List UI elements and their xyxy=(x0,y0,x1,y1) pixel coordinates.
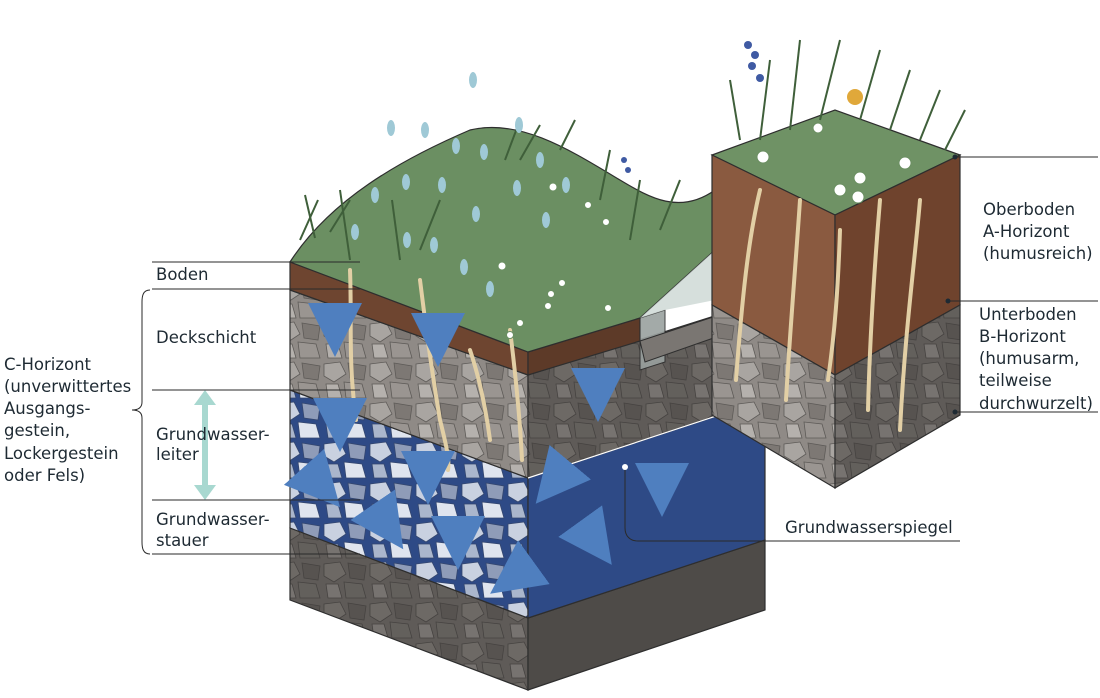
rain-drops xyxy=(351,72,570,297)
percolation-arrows xyxy=(283,303,689,594)
label-c-horizont-6: oder Fels) xyxy=(4,466,85,485)
profile-subsoil-side xyxy=(834,303,961,490)
label-grundwasserleiter-2: leiter xyxy=(156,445,199,464)
label-unterboden-2: B-Horizont xyxy=(979,327,1066,346)
dandelion-icon xyxy=(847,89,863,105)
aquifer-thickness-arrow xyxy=(194,390,216,500)
grass-surface xyxy=(289,126,716,353)
leader-dot xyxy=(952,154,958,160)
label-c-horizont-2: (unverwittertes xyxy=(4,377,131,396)
label-grundwasserstauer-1: Grundwasser- xyxy=(156,510,270,529)
label-oberboden-3: (humusreich) xyxy=(983,244,1093,263)
label-unterboden-5: durchwurzelt) xyxy=(979,394,1093,413)
leader-dot xyxy=(945,298,951,304)
label-unterboden-3: (humusarm, xyxy=(979,349,1079,368)
flowers xyxy=(497,122,912,339)
label-grundwasserspiegel: Grundwasserspiegel xyxy=(785,518,953,537)
c-horizon-bracket xyxy=(131,289,151,555)
label-unterboden-4: teilweise xyxy=(979,371,1052,390)
label-grundwasserleiter-1: Grundwasser- xyxy=(156,425,270,444)
label-boden: Boden xyxy=(156,265,209,284)
leader-dot xyxy=(952,409,958,415)
label-deckschicht: Deckschicht xyxy=(156,328,257,347)
bluebell-icon xyxy=(621,41,764,173)
label-oberboden-2: A-Horizont xyxy=(983,222,1070,241)
grass-blades xyxy=(299,39,966,261)
label-c-horizont-4: gestein, xyxy=(4,421,70,440)
water-table-dot xyxy=(622,464,628,470)
label-unterboden-1: Unterboden xyxy=(979,305,1077,324)
label-c-horizont-3: Ausgangs- xyxy=(4,399,90,418)
label-c-horizont-5: Lockergestein xyxy=(4,444,119,463)
leader-grundwasserspiegel-inner xyxy=(624,467,960,542)
label-c-horizont-1: C-Horizont xyxy=(4,355,92,374)
cut-wedge xyxy=(640,250,715,318)
label-oberboden-1: Oberboden xyxy=(983,200,1075,219)
label-grundwasserstauer-2: stauer xyxy=(156,531,209,550)
